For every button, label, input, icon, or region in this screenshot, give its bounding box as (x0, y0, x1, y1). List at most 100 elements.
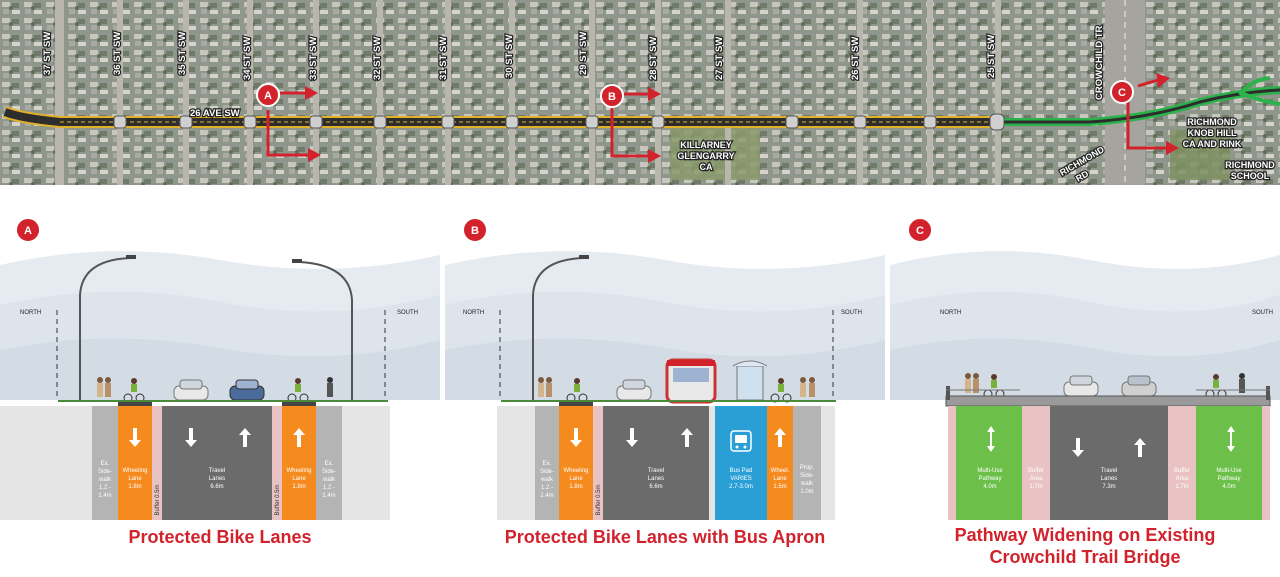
marker-c-label: C (1118, 87, 1126, 99)
ground-line (58, 400, 388, 402)
boulevard-left (0, 406, 92, 520)
pathway-green (1000, 76, 1280, 126)
marker-a-label: A (264, 90, 272, 102)
lane-bike-left (118, 406, 152, 520)
marker-a-group[interactable]: A (256, 83, 321, 162)
lane-buffer-left (1022, 406, 1050, 520)
street-label-36: 36 ST SW (112, 32, 123, 75)
arrow-down-icon (626, 428, 638, 447)
arrow-down-icon (570, 428, 582, 447)
label-buffer-left: Buffer 0.5m (155, 485, 161, 516)
street-label-27: 27 ST SW (714, 37, 725, 80)
intersection-nodes (113, 113, 1005, 131)
north-label: NORTH (463, 310, 484, 316)
aerial-map: 37 ST SW 36 ST SW 35 ST SW 34 ST SW 33 S… (0, 0, 1280, 185)
lane-bike-left (559, 406, 593, 520)
south-label: SOUTH (841, 310, 862, 316)
street-label-30: 30 ST SW (504, 35, 515, 78)
pedestrian-right (327, 377, 333, 397)
section-a-panel: A NORTH SOUTH (0, 210, 440, 577)
pedestrians-left (97, 377, 111, 397)
street-label-35: 35 ST SW (177, 32, 188, 75)
street-label-31: 31 ST SW (438, 37, 449, 80)
lane-sidewalk-left (92, 406, 118, 520)
cross-section-b (497, 402, 835, 520)
pedestrians-left (965, 373, 979, 393)
street-light-left (79, 257, 131, 400)
section-c-title-line2: Crowchild Trail Bridge (989, 547, 1181, 567)
marker-b-label: B (608, 91, 616, 103)
street-label-37: 37 ST SW (42, 32, 53, 75)
boulevard-left (497, 406, 535, 520)
south-label: SOUTH (1252, 310, 1273, 316)
cyclist-left (566, 378, 588, 403)
cross-section-c (948, 406, 1270, 520)
place-school-line2: SCHOOL (1231, 171, 1270, 181)
school-field (1170, 130, 1230, 180)
street-light-left (532, 257, 584, 400)
place-killarney-line2: GLENGARRY (677, 151, 734, 161)
bus (665, 358, 717, 404)
bus-icon (730, 430, 752, 452)
marker-b-group[interactable]: B (600, 84, 661, 163)
street-label-25: 25 ST SW (986, 35, 997, 78)
ground-line (501, 400, 836, 402)
section-b-title: Protected Bike Lanes with Bus Apron (504, 527, 826, 547)
lane-sidewalk-right (316, 406, 342, 520)
lane-bus-pad (715, 406, 767, 520)
lane-travel (162, 406, 272, 520)
car-white (1063, 375, 1099, 397)
section-a-title: Protected Bike Lanes (128, 527, 312, 547)
street-label-crowchild: CROWCHILD TR (1094, 25, 1105, 100)
lane-bike-right (767, 406, 793, 520)
marker-c-circle[interactable] (1110, 80, 1134, 104)
lane-sidewalk-left (535, 406, 559, 520)
arrow-up-icon (1134, 438, 1146, 457)
sky-wave-2 (890, 338, 1280, 400)
avenue-label: 26 AVE SW (190, 108, 240, 119)
pedestrians-left (538, 377, 552, 397)
car-white (616, 379, 652, 401)
street-light-right (299, 261, 353, 400)
arrow-up-icon (774, 428, 786, 447)
label-buffer-right: Buffer 0.5m (275, 485, 281, 516)
lane-arrows-b (570, 428, 786, 447)
section-a-marker (15, 217, 41, 243)
place-killarney-line1: KILLARNEY (680, 140, 732, 150)
lane-buffer-right (272, 406, 282, 520)
south-label: SOUTH (397, 310, 418, 316)
arrow-up-icon (239, 428, 251, 447)
arrow-bidirectional-icon (987, 426, 995, 452)
marker-a-circle[interactable] (256, 83, 280, 107)
north-label: NORTH (20, 310, 41, 316)
marker-b-circle[interactable] (600, 84, 624, 108)
avenue-road (2, 106, 1000, 128)
label-buffer-left: Buffer 0.5m (596, 485, 602, 516)
lane-bike-right (282, 406, 316, 520)
arrow-bidirectional-icon (1227, 426, 1235, 452)
lane-buffer-right (1168, 406, 1196, 520)
car-blue (229, 379, 265, 401)
sky-wave-2 (445, 338, 885, 400)
lane-travel (1050, 406, 1168, 520)
section-c-panel: C NORTH SOUTH (890, 210, 1280, 577)
boulevard-right (342, 406, 390, 520)
arrow-up-icon (293, 428, 305, 447)
street-label-32: 32 ST SW (372, 37, 383, 80)
pedestrians-right (800, 377, 815, 397)
section-c-marker (907, 217, 933, 243)
marker-c-group[interactable]: C (1110, 73, 1179, 155)
street-label-34: 34 ST SW (242, 37, 253, 80)
bus-shelter (732, 360, 768, 401)
